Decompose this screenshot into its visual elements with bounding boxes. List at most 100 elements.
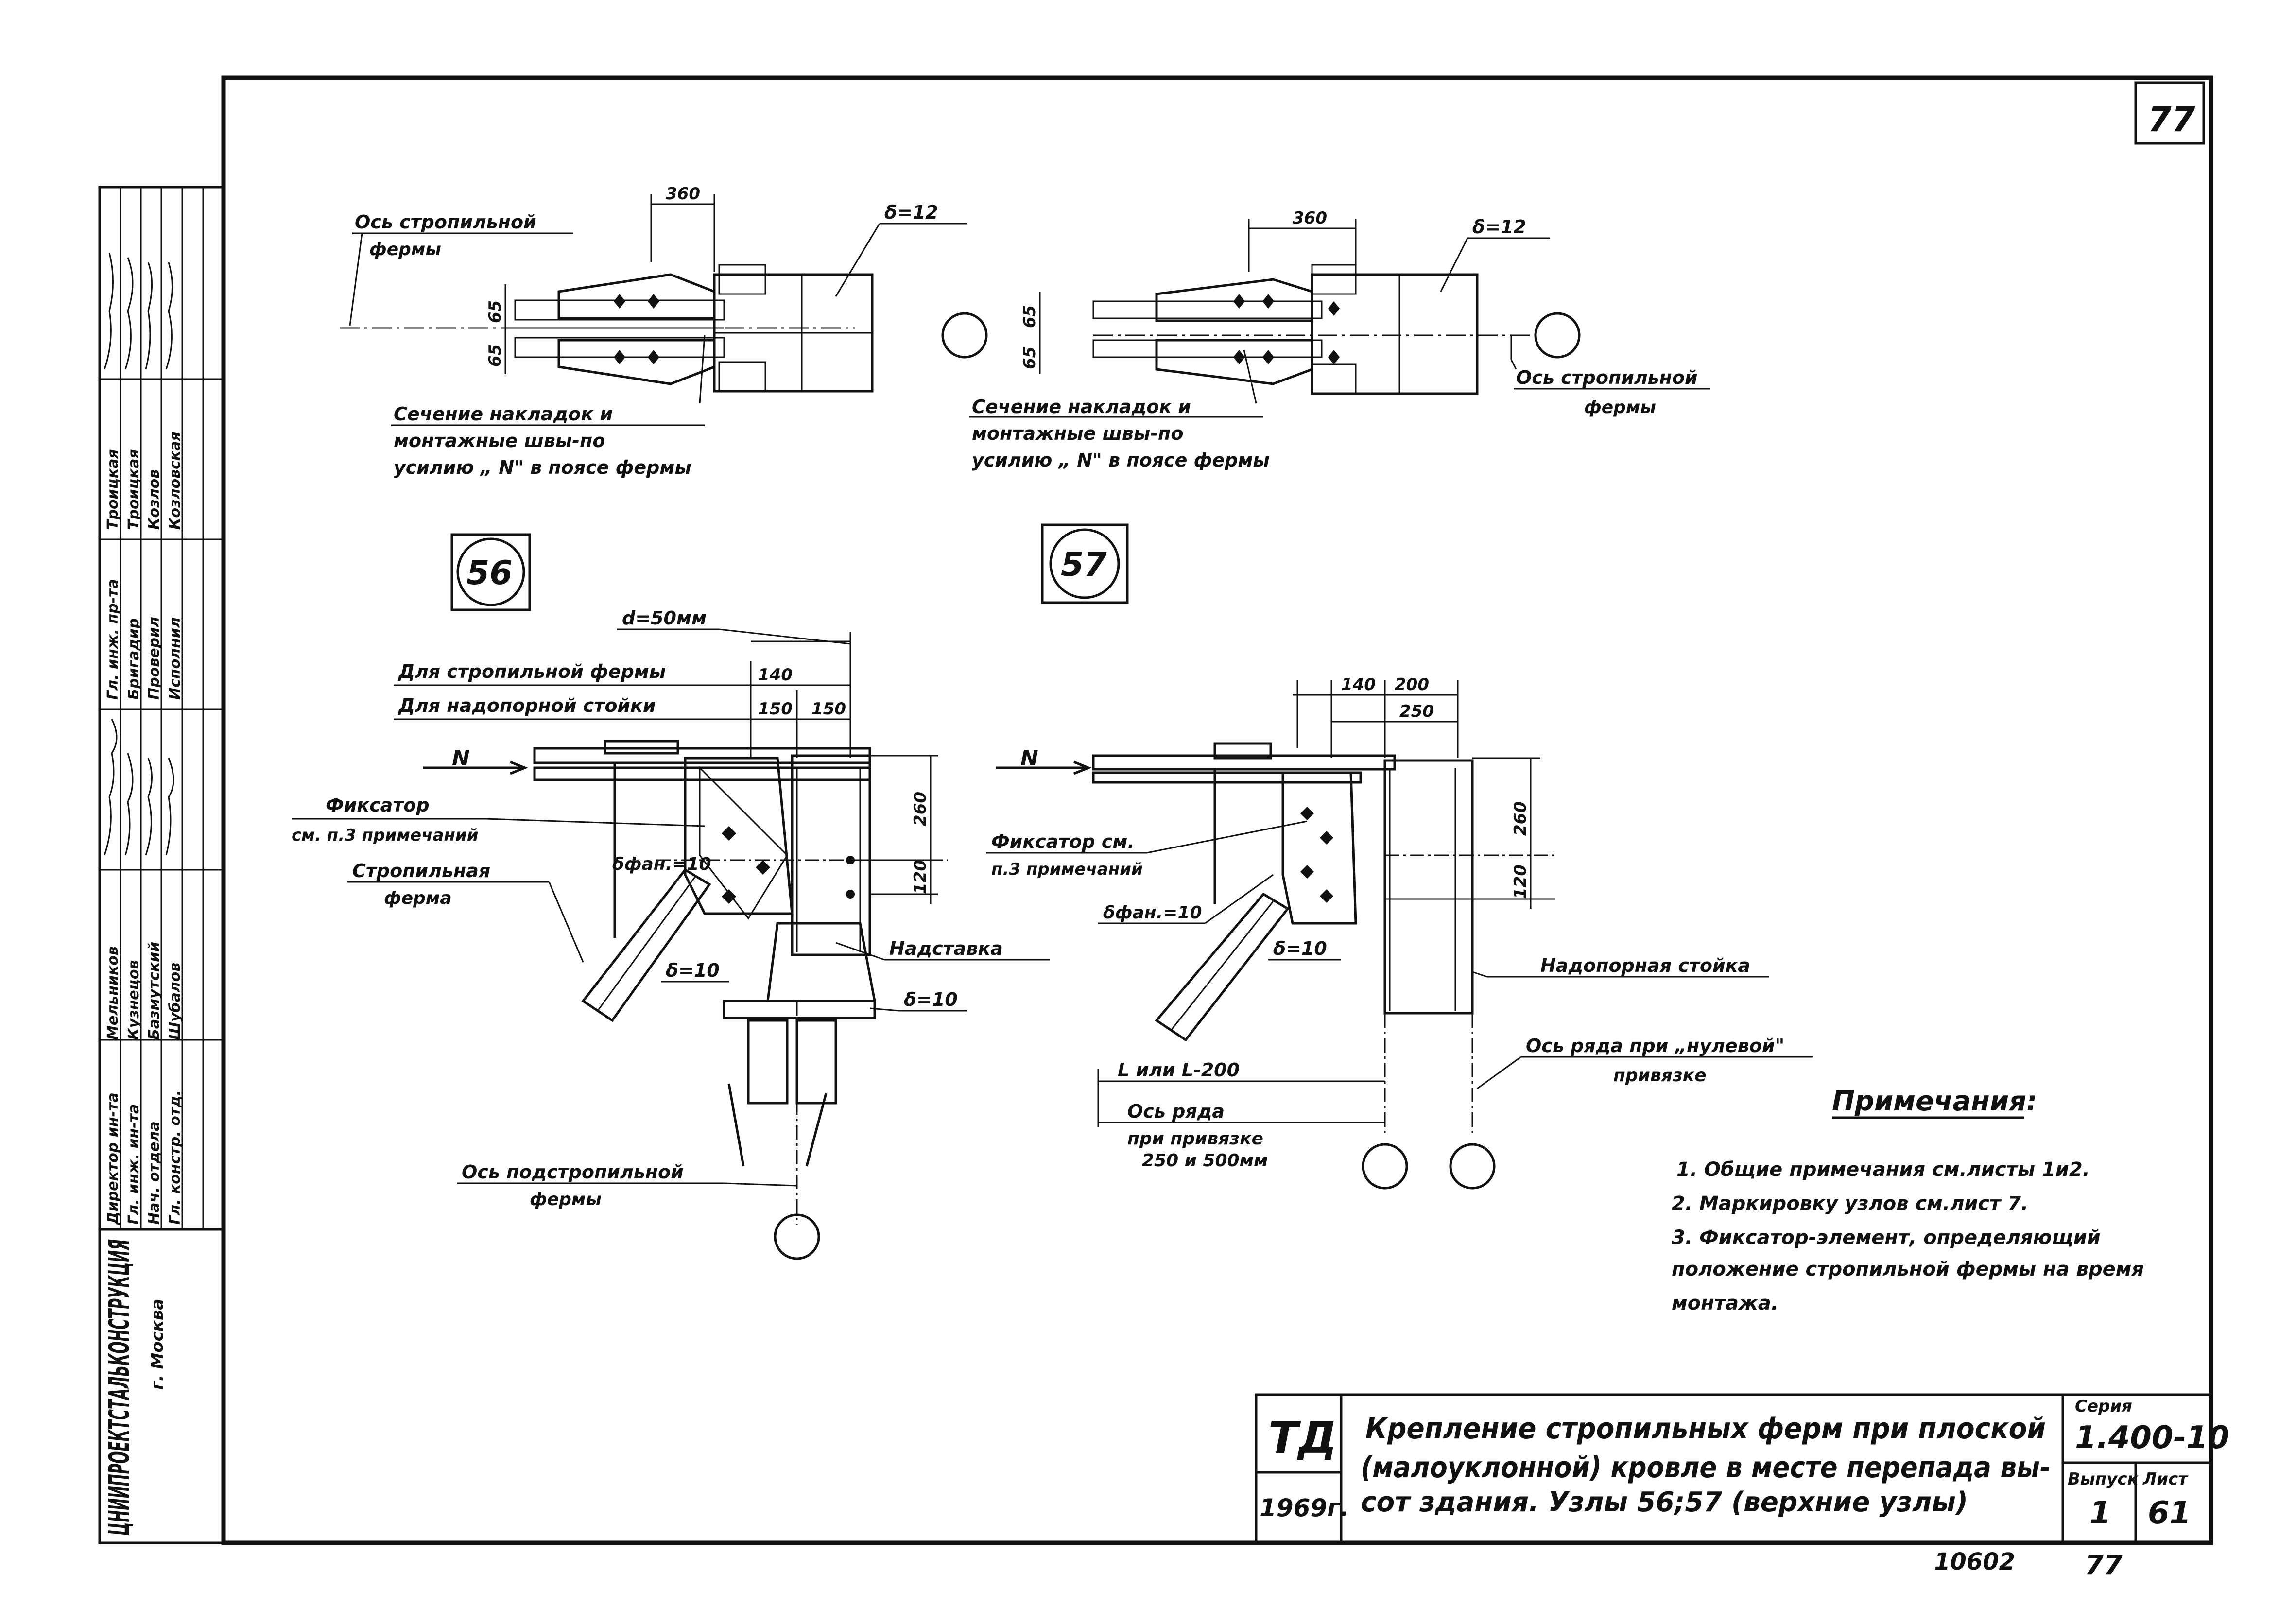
approval-name-3: Базмутский bbox=[146, 942, 163, 1040]
node56-marker-label: 56 bbox=[466, 554, 513, 592]
note-3: 3. Фиксатор-элемент, определяющий bbox=[1672, 1227, 2101, 1249]
node57-marker-label: 57 bbox=[1061, 546, 1107, 584]
approval2-name-4: Козловская bbox=[167, 432, 184, 530]
plan56-dim-65a: 65 bbox=[485, 300, 505, 323]
node-56-marker: 56 bbox=[450, 533, 531, 611]
approval2-position-2: Бригадир bbox=[125, 618, 142, 700]
title-line-2: (малоуклонной) кровле в месте перепада в… bbox=[1361, 1451, 2051, 1485]
node57-row-axis-1: Ось ряда bbox=[1127, 1101, 1225, 1122]
plan56-delta: δ=12 bbox=[884, 202, 938, 223]
node57-fixator-1: Фиксатор см. bbox=[991, 831, 1135, 852]
node57-row-axis-2: при привязке bbox=[1127, 1129, 1263, 1149]
node57-dim-250: 250 bbox=[1399, 702, 1434, 721]
plan57-axis-label-2: фермы bbox=[1584, 397, 1656, 417]
node56-delta-10a: δ=10 bbox=[666, 960, 720, 981]
plan57-section-2: монтажные швы-по bbox=[972, 423, 1183, 444]
approval2-name-1: Троицкая bbox=[104, 449, 121, 530]
node57-delta-gusset: δфан.=10 bbox=[1103, 903, 1202, 923]
sheet-value: 61 bbox=[2148, 1495, 2191, 1531]
page-number-box bbox=[2134, 81, 2205, 145]
plan57-dim-360: 360 bbox=[1293, 208, 1327, 228]
node57-dim-120: 120 bbox=[1511, 864, 1530, 899]
series-label: Серия bbox=[2075, 1397, 2132, 1416]
plan56-axis-label-1: Ось стропильной bbox=[355, 211, 536, 233]
node57-dim-200: 200 bbox=[1395, 675, 1429, 694]
plan57-dim-65b: 65 bbox=[1020, 346, 1039, 369]
approval2-position-4: Исполнил bbox=[167, 617, 184, 700]
approval-strip: Директор ин-та Мельников Гл. инж. ин-та … bbox=[98, 186, 225, 1544]
node57-fixator-2: п.3 примечаний bbox=[991, 860, 1143, 879]
node56-d: d=50мм bbox=[622, 607, 707, 629]
approval-name-2: Кузнецов bbox=[125, 960, 142, 1040]
plan57-delta: δ=12 bbox=[1472, 216, 1526, 238]
series-value: 1.400-10 bbox=[2075, 1420, 2229, 1456]
node56-delta-10b: δ=10 bbox=[904, 989, 958, 1010]
node57-delta-10: δ=10 bbox=[1273, 938, 1327, 959]
plan57-section-3: усилию „ N" в поясе фермы bbox=[972, 449, 1270, 471]
plan-56: Ось стропильной фермы 360 δ=12 bbox=[340, 184, 988, 478]
plan56-dim-360: 360 bbox=[666, 184, 700, 204]
node57-L-label: L или L-200 bbox=[1118, 1059, 1240, 1081]
node56-dim-260: 260 bbox=[911, 792, 930, 826]
sheet-frame bbox=[221, 75, 2213, 1545]
signatures bbox=[104, 252, 174, 856]
issue-label: Выпуск bbox=[2068, 1469, 2139, 1489]
plan56-axis-label-2: фермы bbox=[369, 240, 441, 259]
node-57-elevation: 140 200 250 N bbox=[986, 675, 1813, 1190]
node56-delta-gusset: δфан.=10 bbox=[612, 854, 711, 874]
plan-57: 360 δ=12 65 65 Ось стропильной фермы С bbox=[969, 208, 1710, 471]
bottom-code: 10602 bbox=[1934, 1548, 2015, 1575]
plan57-axis-label-1: Ось стропильной bbox=[1516, 367, 1698, 388]
node57-dim-260: 260 bbox=[1511, 801, 1530, 836]
node57-row-axis-zero-2: привязке bbox=[1613, 1066, 1707, 1086]
plan57-dim-65a: 65 bbox=[1020, 305, 1039, 328]
approval-position-1: Директор ин-та bbox=[104, 1092, 121, 1225]
plan57-section-1: Сечение накладок и bbox=[972, 396, 1191, 417]
note-2: 2. Маркировку узлов см.лист 7. bbox=[1672, 1192, 2028, 1215]
title-block: ТД 1969г. Крепление стропильных ферм при… bbox=[1255, 1393, 2229, 1544]
approval-position-2: Гл. инж. ин-та bbox=[125, 1104, 142, 1225]
node56-for-column: Для надопорной стойки bbox=[398, 695, 656, 716]
node56-sub-axis-1: Ось подстропильной bbox=[462, 1161, 684, 1183]
plan56-section-1: Сечение накладок и bbox=[394, 403, 613, 425]
approval2-name-3: Козлов bbox=[146, 469, 163, 530]
page-number: 77 bbox=[2148, 100, 2195, 139]
node-56-elevation: d=50мм Для стропильной фермы Для надопор… bbox=[292, 607, 1050, 1260]
approval-position-4: Гл. констр. отд. bbox=[167, 1090, 184, 1225]
node56-for-truss: Для стропильной фермы bbox=[398, 661, 666, 682]
bottom-page: 77 bbox=[2085, 1550, 2123, 1581]
organization-name: ЦНИИПРОЕКТСТАЛЬКОНСТРУКЦИЯ bbox=[103, 1239, 136, 1536]
node56-dim-150a: 150 bbox=[758, 699, 793, 719]
issue-value: 1 bbox=[2089, 1495, 2111, 1531]
node56-dim-120: 120 bbox=[911, 860, 930, 894]
title-line-3: сот здания. Узлы 56;57 (верхние узлы) bbox=[1361, 1486, 1968, 1518]
notes-heading: Примечания: bbox=[1832, 1086, 2037, 1117]
organization-city: г. Москва bbox=[148, 1299, 167, 1390]
node56-fixator-2: см. п.3 примечаний bbox=[292, 826, 479, 845]
approval2-position-1: Гл. инж. пр-та bbox=[104, 579, 121, 700]
notes: Примечания: 1. Общие примечания см.листы… bbox=[1672, 1086, 2144, 1314]
node57-column: Надопорная стойка bbox=[1540, 955, 1750, 976]
node56-dim-140: 140 bbox=[758, 665, 793, 685]
node56-fixator-1: Фиксатор bbox=[326, 795, 430, 816]
approval-name-1: Мельников bbox=[104, 946, 121, 1040]
plan56-dim-65b: 65 bbox=[485, 344, 505, 367]
plan56-section-2: монтажные швы-по bbox=[394, 430, 605, 451]
node56-truss-1: Стропильная bbox=[352, 860, 490, 881]
node-57-marker: 57 bbox=[1041, 523, 1129, 604]
approval-name-4: Шубалов bbox=[167, 963, 184, 1040]
note-1: 1. Общие примечания см.листы 1и2. bbox=[1676, 1158, 2090, 1181]
title-year: 1969г. bbox=[1260, 1494, 1349, 1522]
approval-position-3: Нач. отдела bbox=[146, 1121, 163, 1225]
node56-dim-150b: 150 bbox=[811, 699, 846, 719]
node57-row-axis-3: 250 и 500мм bbox=[1142, 1151, 1268, 1171]
approval2-position-3: Проверил bbox=[146, 617, 163, 700]
node57-row-axis-zero-1: Ось ряда при „нулевой" bbox=[1526, 1035, 1784, 1056]
plan56-section-3: усилию „ N" в поясе фермы bbox=[394, 457, 691, 478]
approval2-name-2: Троицкая bbox=[125, 449, 142, 530]
node57-dim-140: 140 bbox=[1341, 675, 1376, 694]
title-td: ТД bbox=[1268, 1413, 1337, 1464]
node56-truss-2: ферма bbox=[384, 888, 452, 908]
node56-sub-axis-2: фермы bbox=[530, 1190, 602, 1210]
